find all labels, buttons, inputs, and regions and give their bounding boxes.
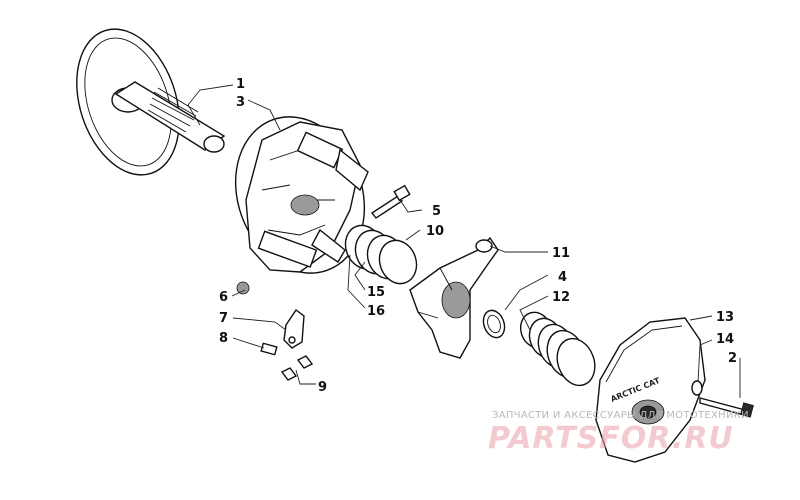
washer-14 — [691, 380, 703, 396]
spider-11 — [409, 236, 499, 359]
callout-labels: 1 3 5 10 11 4 12 15 16 6 7 8 9 13 14 2 — [219, 77, 737, 395]
callout-11: 11 — [552, 246, 570, 261]
arm-7 — [283, 308, 305, 349]
callout-1: 1 — [236, 77, 245, 92]
watermark-tagline: ЗАПЧАСТИ И АКСЕССУАРЫ ДЛЯ МОТОТЕХНИКИ — [492, 410, 749, 421]
bolt-2 — [699, 397, 754, 418]
pin-8 — [260, 342, 278, 356]
callout-13: 13 — [716, 310, 734, 325]
washers-spacers-10-15-16 — [344, 224, 418, 285]
bolt-5 — [370, 184, 411, 219]
callout-6: 6 — [219, 290, 228, 305]
callout-10: 10 — [426, 224, 444, 239]
callout-7: 7 — [219, 311, 228, 326]
callout-9: 9 — [318, 380, 327, 395]
spring-12 — [519, 311, 596, 387]
callout-2: 2 — [728, 351, 737, 366]
watermark: ЗАПЧАСТИ И АКСЕССУАРЫ ДЛЯ МОТОТЕХНИКИ PA… — [488, 410, 749, 456]
callout-5: 5 — [432, 204, 441, 219]
nut-6 — [236, 281, 250, 295]
watermark-brand: PARTSFOR.RU — [488, 421, 734, 456]
leader-lines — [187, 84, 741, 398]
callout-12: 12 — [552, 290, 570, 305]
callout-3: 3 — [236, 95, 245, 110]
movable-sheave-housing — [234, 116, 369, 274]
bushing-4 — [482, 309, 506, 339]
callout-14: 14 — [716, 332, 734, 347]
callout-4: 4 — [558, 270, 567, 285]
callout-8: 8 — [219, 331, 228, 346]
callout-16: 16 — [367, 304, 385, 319]
washers-9 — [280, 355, 314, 381]
drive-sheave-with-shaft — [76, 28, 226, 176]
callout-15: 15 — [367, 285, 385, 300]
cover-13: ARCTIC CAT — [595, 317, 706, 463]
